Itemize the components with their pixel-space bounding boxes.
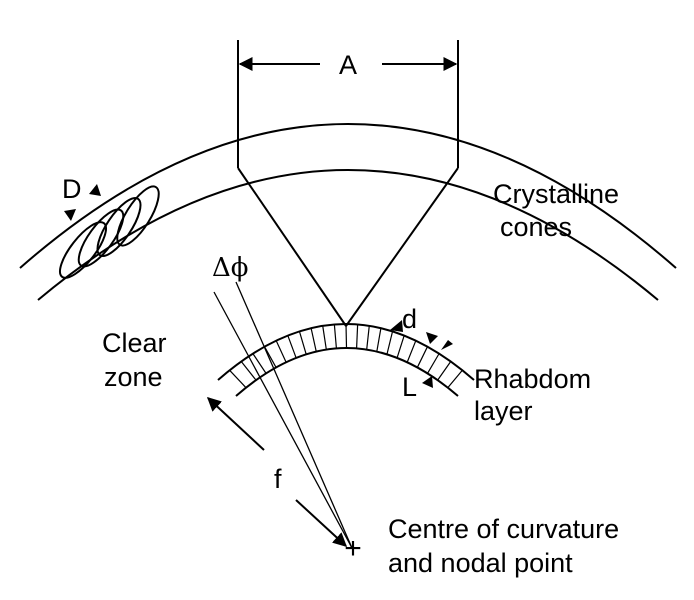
rhabdom-receptor xyxy=(355,324,359,349)
acceptance-angle-line-2 xyxy=(213,291,353,549)
crystalline-cones-label-2: cones xyxy=(500,212,572,242)
facet-diameter-label: D xyxy=(62,174,82,204)
focal-length-arrow-lower xyxy=(295,499,348,547)
crystalline-cones-label-1: Crystalline xyxy=(493,179,619,209)
rhabdom-receptor xyxy=(252,353,267,374)
centre-label-2: and nodal point xyxy=(388,548,573,578)
rhabdom-layer-label-1: Rhabdom xyxy=(474,364,591,394)
facet-diameter-arrow-down xyxy=(64,209,76,221)
aperture-label: A xyxy=(339,50,357,80)
ray-left xyxy=(237,167,347,327)
rhabdom-receptor xyxy=(333,324,338,349)
rhabdom-receptor xyxy=(287,335,297,359)
acceptance-angle-label: Δϕ xyxy=(212,253,249,283)
rhabdom-receptor xyxy=(264,346,277,368)
rhabdom-receptor xyxy=(396,335,405,359)
rhabdom-receptor xyxy=(376,328,382,352)
rhabdom-receptor xyxy=(322,325,327,350)
receptor-diameter-arrow-left xyxy=(390,320,403,332)
clear-zone-label-1: Clear xyxy=(102,328,167,358)
facet-diameter-arrow-up xyxy=(89,184,101,196)
rhabdom-receptors xyxy=(229,323,463,389)
outer-corneal-surface xyxy=(19,123,677,269)
rhabdom-receptor xyxy=(426,353,440,374)
focal-length-arrow-upper xyxy=(206,397,265,451)
rhabdom-receptor xyxy=(406,340,417,363)
rhabdom-receptor xyxy=(386,331,394,355)
rhabdom-receptor xyxy=(416,346,428,368)
centre-mark: + xyxy=(344,532,362,565)
rhabdom-length-arrow-top xyxy=(441,340,453,350)
facet-lenses xyxy=(59,185,160,279)
centre-label-1: Centre of curvature xyxy=(388,514,619,544)
rhabdom-receptor xyxy=(240,361,257,381)
rhabdom-layer-label-2: layer xyxy=(474,396,533,426)
rhabdom-receptor xyxy=(310,328,317,352)
ray-right xyxy=(345,167,459,327)
rhabdom-length-label: L xyxy=(402,372,417,402)
rhabdom-receptor xyxy=(229,369,247,389)
rhabdom-receptor xyxy=(437,361,452,381)
receptor-diameter-arrow-right xyxy=(426,332,438,344)
receptor-diameter-label: d xyxy=(402,304,417,334)
rhabdom-receptor xyxy=(447,369,463,389)
focal-length-label: f xyxy=(274,464,282,494)
rhabdom-length-arrow-bottom xyxy=(422,376,433,388)
rhabdom-receptor xyxy=(298,331,307,355)
rhabdom-receptor xyxy=(275,340,287,363)
rhabdom-inner-arc xyxy=(235,347,459,397)
rhabdom-receptor xyxy=(366,325,370,350)
clear-zone-label-2: zone xyxy=(104,362,163,392)
rhabdom-receptor xyxy=(345,323,348,349)
acceptance-angle-line-1 xyxy=(235,281,353,549)
